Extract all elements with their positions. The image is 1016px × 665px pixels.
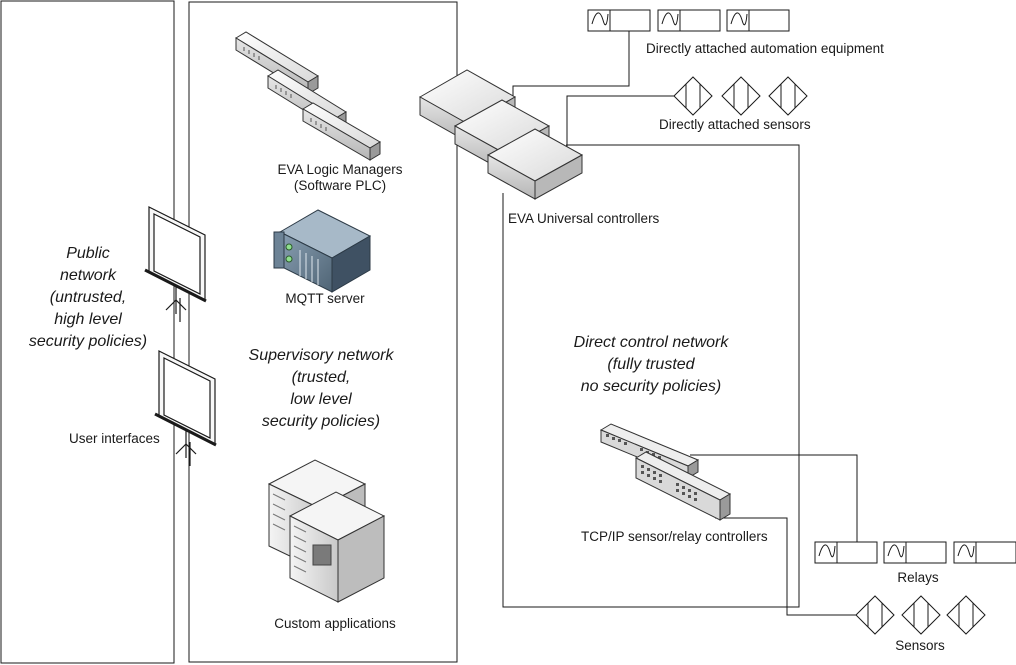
attached-sensor-1 bbox=[673, 76, 713, 116]
relay-module-1 bbox=[814, 541, 878, 564]
direct-control-network-title-line: no security policies) bbox=[580, 378, 722, 395]
link-sensors bbox=[715, 517, 856, 616]
universal-controllers-label: EVA Universal controllers bbox=[508, 211, 660, 226]
attached-sensors-group bbox=[673, 76, 808, 116]
mqtt-server-device bbox=[273, 209, 372, 293]
sensor-2 bbox=[901, 595, 941, 635]
mqtt-server-label: MQTT server bbox=[285, 291, 365, 306]
link-equipment bbox=[512, 31, 630, 100]
supervisory-network-title-line: Supervisory network bbox=[248, 347, 394, 364]
universal-controller-devices bbox=[418, 69, 584, 200]
logic-managers-label: EVA Logic Managers (Software PLC) bbox=[277, 162, 402, 194]
equipment-module-1 bbox=[587, 9, 651, 32]
attached-sensor-2 bbox=[721, 76, 761, 116]
link-relays bbox=[690, 454, 858, 542]
supervisory-network-title-line: security policies) bbox=[261, 413, 381, 430]
logic-managers-label-line: (Software PLC) bbox=[293, 178, 387, 193]
automation-equipment-label: Directly attached automation equipment bbox=[646, 41, 884, 56]
public-network-title: Public network (untrusted, high level se… bbox=[29, 243, 147, 353]
logic-managers-label-line: EVA Logic Managers bbox=[277, 162, 403, 177]
relay-controller-2 bbox=[634, 451, 732, 521]
sensor-1 bbox=[855, 595, 895, 635]
universal-controller-3 bbox=[486, 128, 584, 200]
public-network-title-line: high level bbox=[54, 311, 122, 328]
relay-module-2 bbox=[883, 541, 947, 564]
direct-control-network-boundary bbox=[502, 144, 800, 608]
relay-controller-devices bbox=[599, 423, 732, 521]
supervisory-network-title: Supervisory network (trusted, low level … bbox=[249, 345, 394, 433]
attached-sensors-label: Directly attached sensors bbox=[659, 117, 811, 132]
user-interface-2 bbox=[154, 350, 217, 466]
public-network-title-line: security policies) bbox=[28, 333, 148, 350]
link-attached-sensors bbox=[566, 95, 674, 148]
direct-control-network-title-line: (fully trusted bbox=[607, 356, 695, 373]
sensors-label: Sensors bbox=[895, 638, 945, 653]
equipment-module-2 bbox=[657, 9, 721, 32]
user-interfaces-label: User interfaces bbox=[69, 431, 160, 446]
equipment-module-3 bbox=[726, 9, 790, 32]
custom-applications-servers bbox=[267, 459, 386, 603]
relays-label: Relays bbox=[897, 570, 939, 585]
supervisory-network-title-line: (trusted, bbox=[291, 369, 351, 386]
public-network-title-line: (untrusted, bbox=[49, 289, 127, 306]
connection-lines bbox=[512, 31, 858, 616]
attached-sensor-3 bbox=[768, 76, 808, 116]
relays-group bbox=[814, 541, 1016, 564]
automation-equipment-group bbox=[587, 9, 790, 32]
sensor-3 bbox=[946, 595, 986, 635]
server-front bbox=[288, 491, 386, 603]
relay-module-3 bbox=[953, 541, 1016, 564]
user-interface-screens bbox=[144, 206, 217, 466]
sensors-group bbox=[855, 595, 986, 635]
direct-control-network-title: Direct control network (fully trusted no… bbox=[574, 332, 729, 398]
custom-applications-label: Custom applications bbox=[274, 616, 396, 631]
direct-control-network-title-line: Direct control network bbox=[573, 334, 729, 351]
public-network-title-line: Public bbox=[66, 245, 110, 262]
supervisory-network-zone bbox=[188, 1, 458, 663]
user-interface-1 bbox=[144, 206, 207, 322]
supervisory-network-title-line: low level bbox=[290, 391, 352, 408]
logic-manager-3 bbox=[302, 102, 381, 161]
public-network-title-line: network bbox=[59, 267, 117, 284]
logic-manager-devices bbox=[235, 31, 381, 161]
public-network-zone bbox=[0, 0, 175, 664]
relay-controllers-label: TCP/IP sensor/relay controllers bbox=[581, 529, 768, 544]
